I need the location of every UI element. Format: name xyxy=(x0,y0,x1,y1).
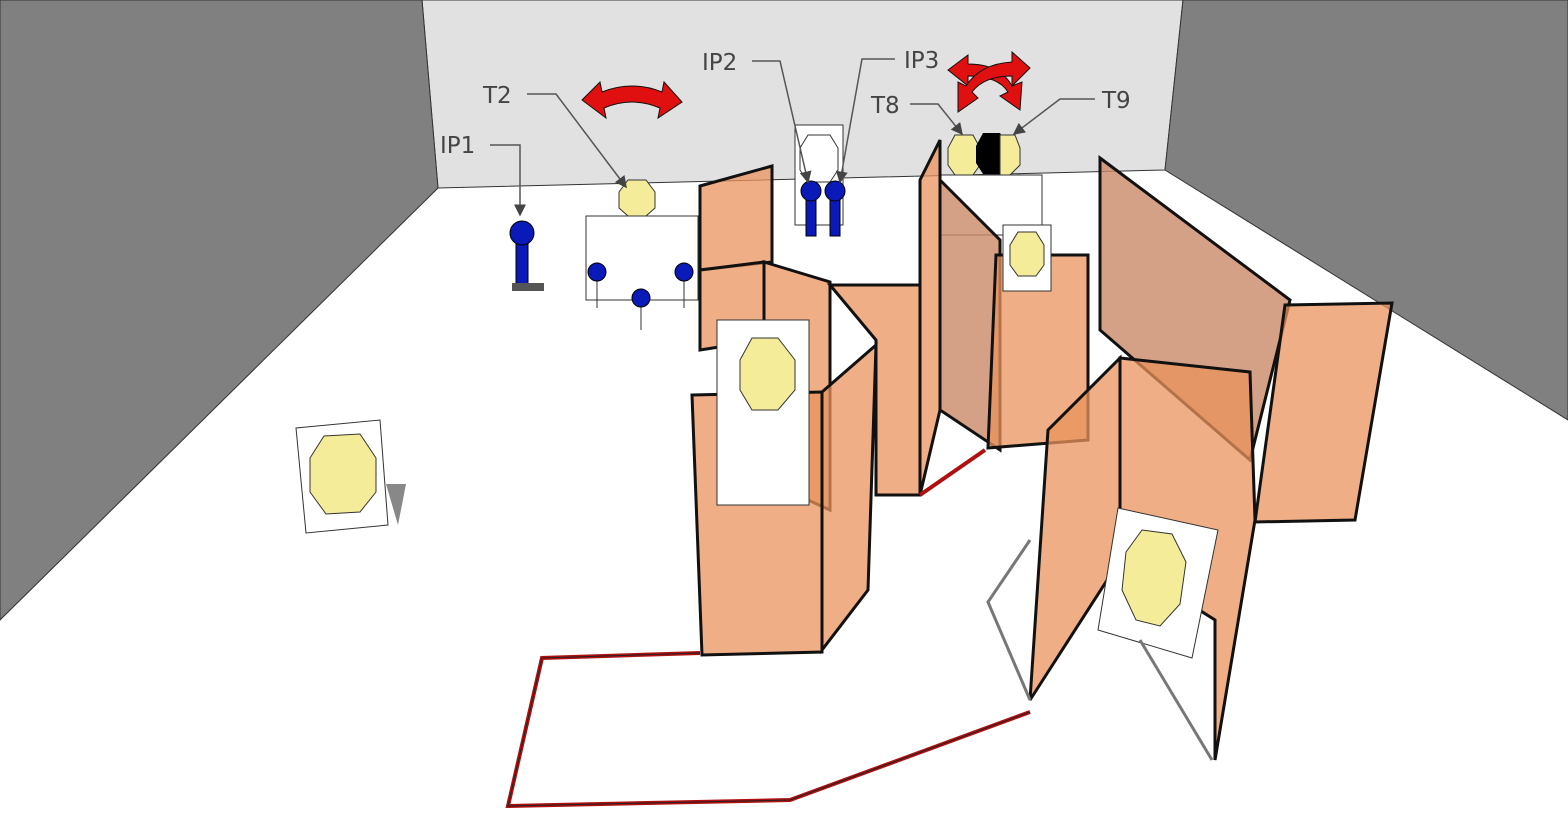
popper-ip3 xyxy=(824,180,846,237)
right-wall xyxy=(1164,0,1568,421)
target-t9 xyxy=(999,134,1021,176)
fault-line-outline xyxy=(507,652,1031,807)
fault-line xyxy=(505,651,1031,809)
wall-panel xyxy=(826,283,922,497)
plate-rack xyxy=(587,262,694,330)
target-stand-left xyxy=(295,419,406,534)
left-wall xyxy=(0,0,439,621)
wall-panel xyxy=(1253,301,1394,524)
barricade-t2 xyxy=(585,215,699,301)
swinger-arrow-t2 xyxy=(581,80,683,120)
target-t2 xyxy=(618,179,656,217)
popper-ip1 xyxy=(509,220,544,291)
wall-panel xyxy=(918,139,942,496)
target-stand-back xyxy=(1002,224,1052,292)
label-ip3: IP3 xyxy=(904,48,939,74)
door-outline xyxy=(1138,639,1214,761)
label-t9: T9 xyxy=(1101,88,1131,114)
target-stand-right xyxy=(1097,507,1219,659)
popper-ip2 xyxy=(800,180,822,237)
door-outline xyxy=(986,539,1032,701)
leader-ip3 xyxy=(835,58,895,184)
wall-outline xyxy=(918,448,987,497)
label-ip2: IP2 xyxy=(702,50,737,76)
target-t8 xyxy=(947,134,981,176)
label-t8: T8 xyxy=(870,93,900,119)
leader-ip1 xyxy=(490,144,526,217)
label-ip1: IP1 xyxy=(440,133,475,159)
leader-t8 xyxy=(910,103,963,136)
leader-t2 xyxy=(527,93,627,189)
wall-panel xyxy=(698,164,774,272)
leader-t9 xyxy=(1012,98,1095,135)
leader-ip2 xyxy=(752,60,812,184)
label-t2: T2 xyxy=(482,83,512,109)
swinger-arrow-t8-t9-b xyxy=(957,50,1031,113)
wall-panel xyxy=(820,341,878,655)
wall-panel xyxy=(938,176,1002,453)
target-stand-center xyxy=(716,319,810,506)
